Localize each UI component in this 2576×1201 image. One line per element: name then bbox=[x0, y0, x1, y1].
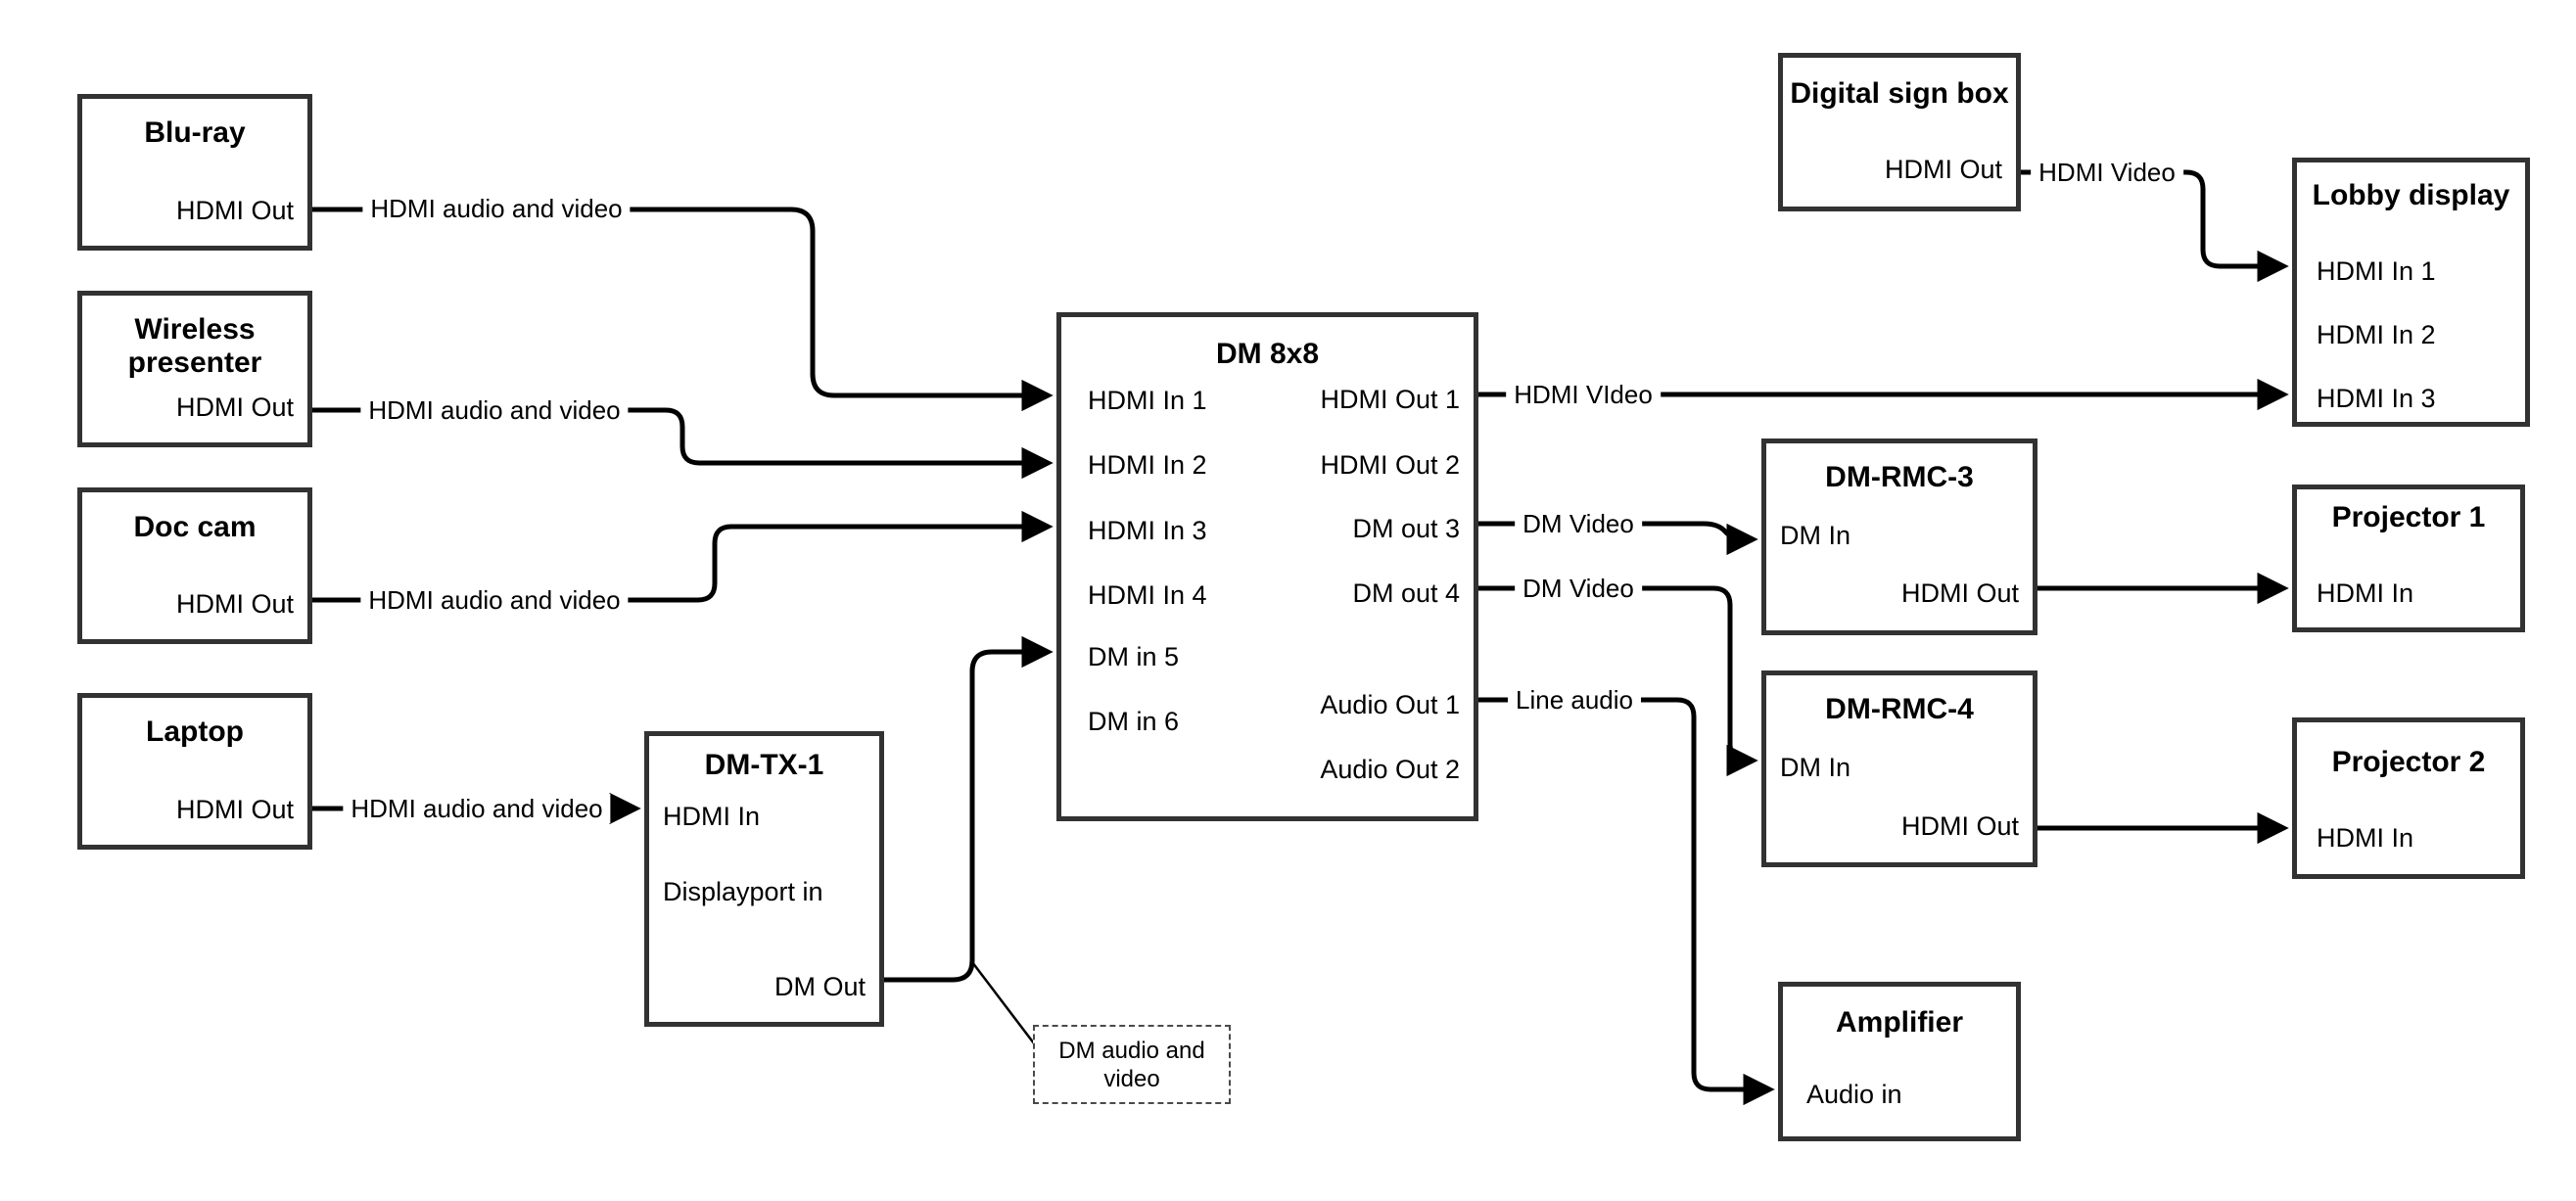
port-hdmi-out: HDMI Out bbox=[1900, 811, 2019, 841]
port-hdmi-out-1: HDMI Out 1 bbox=[1320, 385, 1460, 414]
port-dm-out: DM Out bbox=[773, 972, 866, 1001]
node-projector-1: Projector 1 HDMI In bbox=[2292, 485, 2525, 632]
annotation-dm-audio-and-video: DM audio and video bbox=[1033, 1025, 1231, 1104]
node-doc-cam: Doc cam HDMI Out bbox=[77, 487, 312, 644]
port-displayport-in: Displayport in bbox=[663, 877, 823, 906]
port-audio-out-2: Audio Out 2 bbox=[1320, 755, 1460, 784]
node-title: DM 8x8 bbox=[1215, 338, 1320, 370]
node-title: Laptop bbox=[146, 716, 244, 748]
node-title: Lobby display bbox=[2312, 179, 2510, 211]
node-title: Projector 1 bbox=[2331, 501, 2486, 533]
edge-label-hdmi-audio-video: HDMI audio and video bbox=[360, 585, 629, 615]
node-title: Blu-ray bbox=[144, 116, 246, 149]
port-audio-out-1: Audio Out 1 bbox=[1320, 690, 1460, 719]
port-hdmi-out: HDMI Out bbox=[1900, 578, 2019, 608]
node-laptop: Laptop HDMI Out bbox=[77, 693, 312, 850]
wire-dm8x8-audio1-to-amp bbox=[1478, 697, 1775, 1106]
wire-dmtx1-to-dm8x8-in5 bbox=[884, 635, 1054, 983]
port-hdmi-in-2: HDMI In 2 bbox=[1088, 450, 1207, 480]
port-hdmi-in-3: HDMI In 3 bbox=[2317, 384, 2436, 413]
port-dm-in: DM In bbox=[1780, 753, 1851, 782]
port-hdmi-in-4: HDMI In 4 bbox=[1088, 580, 1207, 610]
wire-dm8x8-out4-to-rmc4 bbox=[1478, 585, 1758, 777]
port-hdmi-out: HDMI Out bbox=[1884, 155, 2002, 184]
node-dm-8x8: DM 8x8 HDMI In 1 HDMI In 2 HDMI In 3 HDM… bbox=[1056, 312, 1478, 821]
port-audio-in: Audio in bbox=[1806, 1080, 1902, 1109]
port-hdmi-out: HDMI Out bbox=[175, 196, 294, 225]
node-dm-rmc-3: DM-RMC-3 DM In HDMI Out bbox=[1761, 439, 2037, 635]
port-dm-in: DM In bbox=[1780, 521, 1851, 550]
port-hdmi-in-3: HDMI In 3 bbox=[1088, 516, 1207, 545]
port-hdmi-in-1: HDMI In 1 bbox=[2317, 256, 2436, 286]
wire-doccam-to-dm8x8-in3 bbox=[312, 510, 1054, 603]
node-title: Doc cam bbox=[133, 511, 257, 543]
node-projector-2: Projector 2 HDMI In bbox=[2292, 717, 2525, 879]
node-title: DM-RMC-3 bbox=[1825, 461, 1974, 493]
node-title: Projector 2 bbox=[2331, 746, 2486, 778]
port-dm-in-5: DM in 5 bbox=[1088, 642, 1180, 671]
port-hdmi-in: HDMI In bbox=[2317, 578, 2414, 608]
note-leader-line bbox=[971, 961, 1035, 1044]
edge-label-hdmi-audio-video: HDMI audio and video bbox=[360, 395, 629, 425]
edge-label-hdmi-audio-video: HDMI audio and video bbox=[343, 794, 611, 823]
node-lobby-display: Lobby display HDMI In 1 HDMI In 2 HDMI I… bbox=[2292, 158, 2530, 427]
edge-label-hdmi-video: HDMI VIdeo bbox=[1506, 380, 1661, 409]
wire-digisign-to-lobby-in1 bbox=[2021, 169, 2289, 283]
port-hdmi-in-2: HDMI In 2 bbox=[2317, 320, 2436, 349]
port-hdmi-out-2: HDMI Out 2 bbox=[1320, 450, 1460, 480]
node-digital-sign-box: Digital sign box HDMI Out bbox=[1778, 53, 2021, 211]
port-dm-out-4: DM out 4 bbox=[1352, 578, 1460, 608]
port-dm-out-3: DM out 3 bbox=[1352, 514, 1460, 543]
port-hdmi-out: HDMI Out bbox=[175, 589, 294, 619]
port-dm-in-6: DM in 6 bbox=[1088, 707, 1180, 736]
port-hdmi-in: HDMI In bbox=[2317, 823, 2414, 853]
node-dm-rmc-4: DM-RMC-4 DM In HDMI Out bbox=[1761, 670, 2037, 867]
node-amplifier: Amplifier Audio in bbox=[1778, 982, 2021, 1141]
node-title: Amplifier bbox=[1835, 1006, 1964, 1039]
node-title: Digital sign box bbox=[1790, 77, 2009, 110]
annotation-text: DM audio and video bbox=[1058, 1037, 1205, 1092]
node-blu-ray: Blu-ray HDMI Out bbox=[77, 94, 312, 251]
wire-wireless-to-dm8x8-in2 bbox=[312, 407, 1054, 480]
port-hdmi-out: HDMI Out bbox=[175, 795, 294, 824]
wire-bluray-to-dm8x8-in1 bbox=[312, 207, 1054, 412]
wire-dm8x8-out3-to-rmc3 bbox=[1478, 521, 1758, 556]
node-title: DM-TX-1 bbox=[704, 749, 824, 781]
node-dm-tx-1: DM-TX-1 HDMI In Displayport in DM Out bbox=[644, 731, 884, 1027]
port-hdmi-in-1: HDMI In 1 bbox=[1088, 386, 1207, 415]
edge-label-line-audio: Line audio bbox=[1508, 685, 1641, 715]
port-hdmi-out: HDMI Out bbox=[175, 393, 294, 422]
edge-label-dm-video: DM Video bbox=[1515, 509, 1642, 538]
edge-label-dm-video: DM Video bbox=[1515, 574, 1642, 603]
port-hdmi-in: HDMI In bbox=[663, 802, 761, 831]
edge-label-hdmi-audio-video: HDMI audio and video bbox=[362, 194, 631, 223]
edge-label-hdmi-video: HDMI Video bbox=[2031, 158, 2183, 187]
node-title: DM-RMC-4 bbox=[1825, 693, 1974, 725]
node-wireless-presenter: Wireless presenter HDMI Out bbox=[77, 291, 312, 447]
node-title: Wireless presenter bbox=[127, 313, 262, 379]
